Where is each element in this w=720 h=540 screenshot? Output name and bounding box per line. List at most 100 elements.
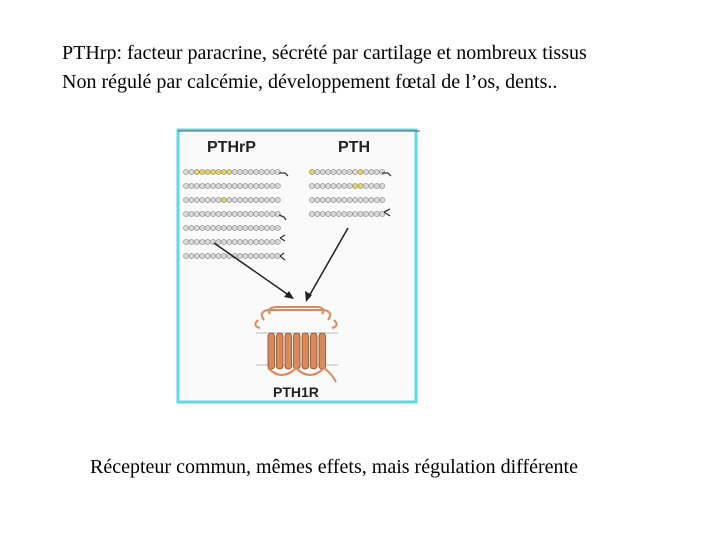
pth1r-receptor [254, 306, 338, 383]
peptide-bead [352, 183, 359, 189]
peptide-bead [258, 225, 265, 231]
peptide-bead [242, 239, 249, 245]
peptide-bead [215, 183, 222, 189]
slide-caption: Récepteur commun, mêmes effets, mais rég… [90, 456, 578, 478]
peptide-bead [199, 239, 206, 245]
transmembrane-helix [318, 332, 326, 370]
peptide-bead [341, 169, 348, 175]
peptide-bead [193, 183, 200, 189]
peptide-bead [204, 183, 211, 189]
peptide-bead [319, 197, 326, 203]
peptide-bead [314, 169, 321, 175]
peptide-bead [247, 197, 254, 203]
peptide-bead [352, 169, 359, 175]
peptide-bead [231, 225, 238, 231]
peptide-bead [242, 253, 249, 259]
peptide-bead [215, 197, 222, 203]
peptide-bead [363, 183, 369, 189]
peptide-bead [379, 183, 386, 189]
peptide-bead [193, 225, 200, 231]
peptide-bead [226, 225, 233, 231]
peptide-bead [220, 211, 227, 217]
peptide-bead [309, 211, 315, 217]
peptide-bead [309, 183, 315, 189]
arrow-head-right [305, 291, 312, 302]
transmembrane-helix [267, 332, 275, 370]
peptide-bead [269, 253, 276, 259]
peptide-bead [193, 211, 200, 217]
peptide-bead [247, 211, 254, 217]
peptide-bead [231, 211, 238, 217]
transmembrane-helix [276, 332, 284, 370]
peptide-bead [188, 183, 195, 189]
peptide-bead [336, 169, 342, 175]
peptide-bead [204, 225, 211, 231]
peptide-bead [188, 169, 195, 175]
peptide-bead [247, 253, 254, 259]
peptide-bead [274, 253, 281, 259]
peptide-bead [183, 169, 189, 175]
peptide-bead [220, 183, 227, 189]
peptide-bead [325, 197, 332, 203]
peptide-bead [237, 225, 243, 231]
peptide-bead [188, 253, 195, 259]
peptide-bead [242, 169, 249, 175]
peptide-bead [183, 197, 189, 203]
peptide-bead [264, 211, 270, 217]
peptide-bead [199, 253, 206, 259]
peptide-bead [193, 169, 200, 175]
label-pth1r: PTH1R [273, 384, 319, 400]
transmembrane-helix [284, 332, 292, 370]
label-pth: PTH [338, 139, 370, 156]
peptide-bead [379, 169, 386, 175]
peptide-bead [368, 197, 375, 203]
peptide-bead [220, 225, 227, 231]
peptide-bead [346, 211, 353, 217]
peptide-bead [264, 239, 270, 245]
peptide-bead [183, 211, 189, 217]
peptide-bead [210, 211, 216, 217]
arrows [213, 227, 349, 302]
peptide-bead [220, 253, 227, 259]
peptide-bead [231, 197, 238, 203]
peptide-bead [253, 239, 260, 245]
peptide-bead [319, 169, 326, 175]
peptide-bead [204, 253, 211, 259]
peptide-bead [258, 239, 265, 245]
peptide-bead [314, 211, 321, 217]
peptide-bead [346, 197, 353, 203]
peptide-bead [258, 211, 265, 217]
peptide-bead [253, 197, 260, 203]
peptide-bead [193, 253, 200, 259]
peptide-bead [188, 239, 195, 245]
slide-title-line-1: PTHrp: facteur paracrine, sécrété par ca… [62, 42, 587, 64]
peptide-bead [357, 183, 364, 189]
peptide-bead [264, 183, 270, 189]
peptide-bead [183, 225, 189, 231]
peptide-bead [204, 239, 211, 245]
peptide-bead [274, 183, 281, 189]
peptide-bead [231, 239, 238, 245]
peptide-bead [242, 211, 249, 217]
peptide-bead [269, 225, 276, 231]
peptide-bead [253, 169, 260, 175]
peptide-bead [253, 225, 260, 231]
side-chain-marks [278, 172, 392, 261]
peptide-bead [258, 169, 265, 175]
arrow-pthrp-to-receptor [213, 242, 291, 297]
peptide-bead [373, 197, 380, 203]
peptide-bead [368, 169, 375, 175]
peptide-bead [210, 183, 216, 189]
peptide-bead [247, 225, 254, 231]
peptide-bead [368, 183, 375, 189]
peptide-bead [269, 239, 276, 245]
peptide-bead [199, 225, 206, 231]
peptide-bead [363, 197, 369, 203]
peptide-bead [231, 169, 238, 175]
peptide-bead [373, 169, 380, 175]
peptide-bead [325, 169, 332, 175]
peptide-bead [226, 169, 233, 175]
peptide-bead [199, 197, 206, 203]
peptide-bead [264, 169, 270, 175]
transmembrane-helix [293, 332, 301, 370]
